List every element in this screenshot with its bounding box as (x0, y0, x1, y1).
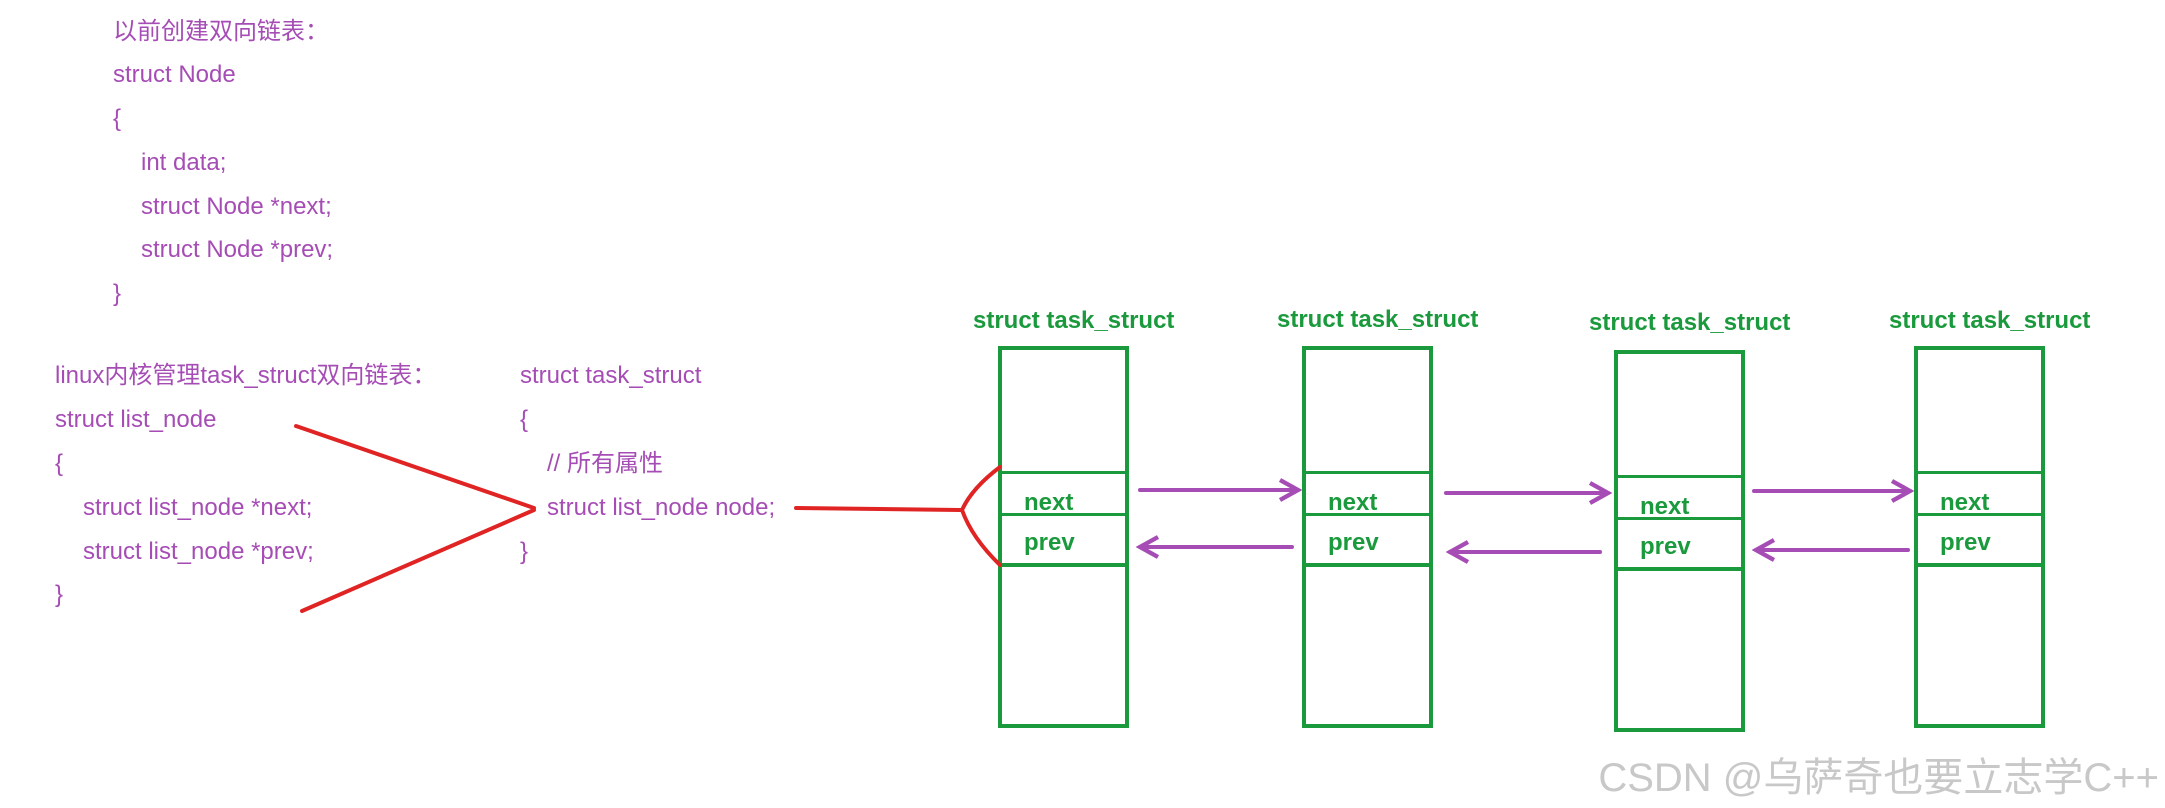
red-link-lower (300, 508, 536, 613)
node-1-title: struct task_struct (973, 307, 1175, 334)
node-3-box: next prev (1614, 350, 1745, 732)
node-2-title: struct task_struct (1277, 306, 1479, 333)
kernel-list-line-2: { (55, 450, 64, 477)
old-node-line-1: struct Node (113, 61, 236, 88)
red-brace (959, 465, 1002, 567)
old-node-line-3: int data; (141, 149, 227, 176)
node-2-prev-field: prev (1328, 529, 1379, 556)
old-node-heading: 以前创建双向链表： (113, 18, 329, 45)
node-4-divider-body (1918, 563, 2041, 567)
node-1-divider-next (1002, 471, 1125, 474)
old-node-line-5: struct Node *prev; (141, 236, 334, 263)
task-struct-line-4: struct list_node node; (547, 494, 776, 521)
node-3-divider-next (1618, 475, 1741, 478)
kernel-list-line-4: struct list_node *prev; (83, 538, 314, 565)
node-1-next-field: next (1024, 489, 1074, 516)
red-link-upper (294, 424, 536, 510)
task-struct-line-2: { (520, 406, 529, 433)
kernel-list-line-1: struct list_node (55, 406, 217, 433)
node-2-next-field: next (1328, 489, 1378, 516)
node-3-divider-prev (1618, 517, 1741, 520)
node-1-divider-prev (1002, 513, 1125, 516)
red-link-node (794, 506, 962, 512)
node-3-divider-body (1618, 567, 1741, 571)
task-struct-line-5: } (520, 538, 529, 565)
node-2-divider-next (1306, 471, 1429, 474)
node-3-prev-field: prev (1640, 533, 1691, 560)
task-struct-line-1: struct task_struct (520, 362, 702, 389)
watermark: CSDN @乌萨奇也要立志学C++ (1598, 756, 2159, 800)
node-2-box: next prev (1302, 346, 1433, 728)
node-4-box: next prev (1914, 346, 2045, 728)
old-node-line-4: struct Node *next; (141, 193, 332, 220)
node-1-prev-field: prev (1024, 529, 1075, 556)
node-4-next-field: next (1940, 489, 1990, 516)
kernel-list-heading: linux内核管理task_struct双向链表： (55, 362, 437, 389)
node-1-box: next prev (998, 346, 1129, 728)
node-2-divider-prev (1306, 513, 1429, 516)
kernel-list-line-3: struct list_node *next; (83, 494, 313, 521)
old-node-line-6: } (113, 280, 122, 307)
node-4-title: struct task_struct (1889, 307, 2091, 334)
task-struct-line-3: // 所有属性 (547, 450, 664, 477)
node-3-next-field: next (1640, 493, 1690, 520)
node-4-divider-prev (1918, 513, 2041, 516)
node-4-divider-next (1918, 471, 2041, 474)
node-2-divider-body (1306, 563, 1429, 567)
kernel-list-line-5: } (55, 581, 64, 608)
node-1-divider-body (1002, 563, 1125, 567)
node-3-title: struct task_struct (1589, 309, 1791, 336)
old-node-line-2: { (113, 105, 122, 132)
node-4-prev-field: prev (1940, 529, 1991, 556)
